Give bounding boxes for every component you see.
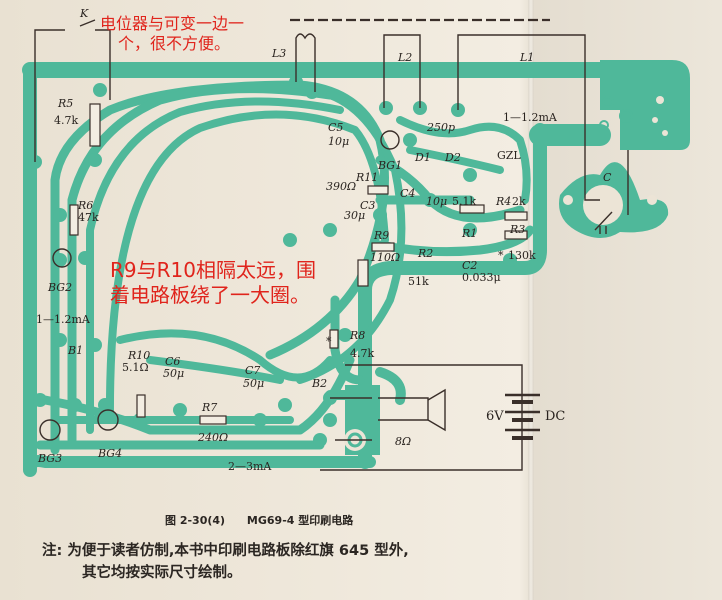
annotation-line: 着电路板绕了一大圈。	[110, 283, 310, 307]
label-b1: B1	[68, 344, 84, 357]
label-c3-value: 30μ	[344, 209, 366, 222]
footnote-line1: 为便于读者仿制,本书中印刷电路板除红旗 645 型外,	[67, 543, 409, 559]
footnote: 注: 为便于读者仿制,本书中印刷电路板除红旗 645 型外, 其它均按实际尺寸绘…	[42, 540, 409, 585]
label-c5: C5	[328, 121, 344, 134]
label-r5-value: 4.7k	[54, 114, 79, 127]
label-l3: L3	[272, 47, 287, 60]
annotation-line: 电位器与可变一边一	[100, 14, 245, 33]
footnote-line2: 其它均按实际尺寸绘制。	[82, 565, 242, 582]
label-battery-type: DC	[545, 409, 566, 424]
label-current-left: 1—1.2mA	[36, 313, 90, 326]
label-r9: R9	[374, 229, 390, 242]
label-c6-value: 50μ	[163, 367, 185, 380]
label-bg4: BG4	[98, 447, 123, 460]
label-r8: R8	[350, 329, 366, 342]
label-r4-value: 2k	[512, 195, 526, 208]
label-r1: R1	[462, 227, 478, 240]
label-speaker-impedance: 8Ω	[395, 435, 412, 448]
label-r3-star: *	[498, 249, 504, 262]
label-l2: L2	[398, 51, 413, 64]
label-r5: R5	[58, 97, 74, 110]
label-switch-k: K	[80, 7, 89, 20]
label-c4: C4	[400, 187, 416, 200]
label-r8-star: *	[326, 335, 332, 348]
label-r2: R2	[418, 247, 434, 260]
label-battery-voltage: 6V	[486, 409, 504, 424]
label-c5-value: 10μ	[328, 135, 350, 148]
label-c-250p: 250p	[427, 121, 456, 134]
label-r7: R7	[202, 401, 218, 414]
annotation-potentiometer: 电位器与可变一边一 个，很不方便。	[100, 14, 244, 54]
label-c7: C7	[245, 364, 261, 377]
label-c2-value: 0.033μ	[462, 271, 501, 284]
annotation-line: R9与R10相隔太远，围	[110, 258, 316, 282]
label-gzl: GZL	[497, 149, 521, 162]
page-crease	[528, 0, 534, 600]
label-r6-value: 47k	[78, 211, 99, 224]
label-r2-value: 51k	[408, 275, 429, 288]
label-bg3: BG3	[38, 452, 63, 465]
label-r10: R10	[128, 349, 151, 362]
label-current-top: 1—1.2mA	[503, 111, 557, 124]
figure-number: 图 2-30(4)	[165, 514, 226, 527]
label-r9-value: 110Ω	[370, 251, 401, 264]
annotation-r9-r10: R9与R10相隔太远，围 着电路板绕了一大圈。	[110, 258, 316, 308]
label-bg2: BG2	[48, 281, 73, 294]
label-l1: L1	[520, 51, 535, 64]
label-c2: C2	[462, 259, 478, 272]
label-r10-value: 5.1Ω	[122, 361, 149, 374]
label-current-bottom: 2—3mA	[228, 460, 272, 473]
label-c6: C6	[165, 355, 181, 368]
label-r-5-1k: 5.1k	[452, 195, 477, 208]
label-c7-value: 50μ	[243, 377, 265, 390]
figure-caption: 图 2-30(4) MG69-4 型印刷电路	[165, 512, 371, 528]
label-c3: C3	[360, 199, 376, 212]
label-c4-value: 10μ	[426, 195, 448, 208]
figure-title: MG69-4 型印刷电路	[246, 514, 354, 527]
label-d2: D2	[445, 151, 461, 164]
label-r11-value: 390Ω	[326, 180, 357, 193]
label-r4: R4	[496, 195, 512, 208]
label-r7-value: 240Ω	[198, 431, 229, 444]
label-r8-value: 4.7k	[350, 347, 375, 360]
footnote-prefix: 注:	[42, 543, 63, 559]
label-b2: B2	[312, 377, 328, 390]
label-r6: R6	[78, 199, 94, 212]
label-bg1: BG1	[378, 159, 403, 172]
label-variable-capacitor: C	[603, 171, 612, 184]
label-r3-value: 130k	[508, 249, 536, 262]
label-d1: D1	[415, 151, 431, 164]
label-r11: R11	[356, 171, 379, 184]
annotation-line: 个，很不方便。	[118, 34, 231, 53]
label-r3: R3	[510, 223, 526, 236]
